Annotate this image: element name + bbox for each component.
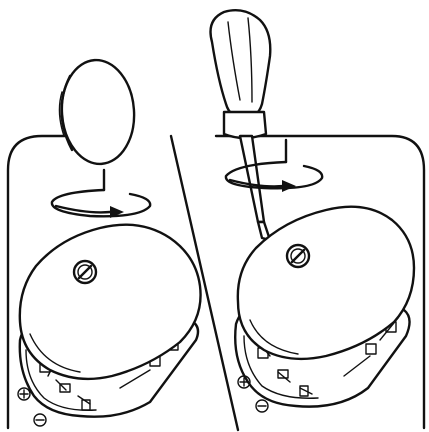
minus-symbol: [33, 413, 47, 427]
battery-cover: [18, 223, 202, 381]
minus-symbol: [255, 399, 269, 413]
plus-symbol: [237, 375, 251, 389]
battery-cover: [236, 205, 416, 361]
screwdriver-icon: [209, 9, 272, 242]
rotate-arrow-icon: [224, 138, 324, 192]
plus-symbol: [17, 387, 31, 401]
left-panel: [17, 58, 202, 427]
right-panel: [209, 9, 416, 413]
screw-icon: [285, 243, 311, 269]
panel-divider: [169, 134, 240, 432]
rotate-arrow-icon: [50, 168, 152, 218]
screw-icon: [72, 259, 98, 285]
panel-frame: [6, 134, 426, 430]
coin-icon: [58, 58, 136, 166]
